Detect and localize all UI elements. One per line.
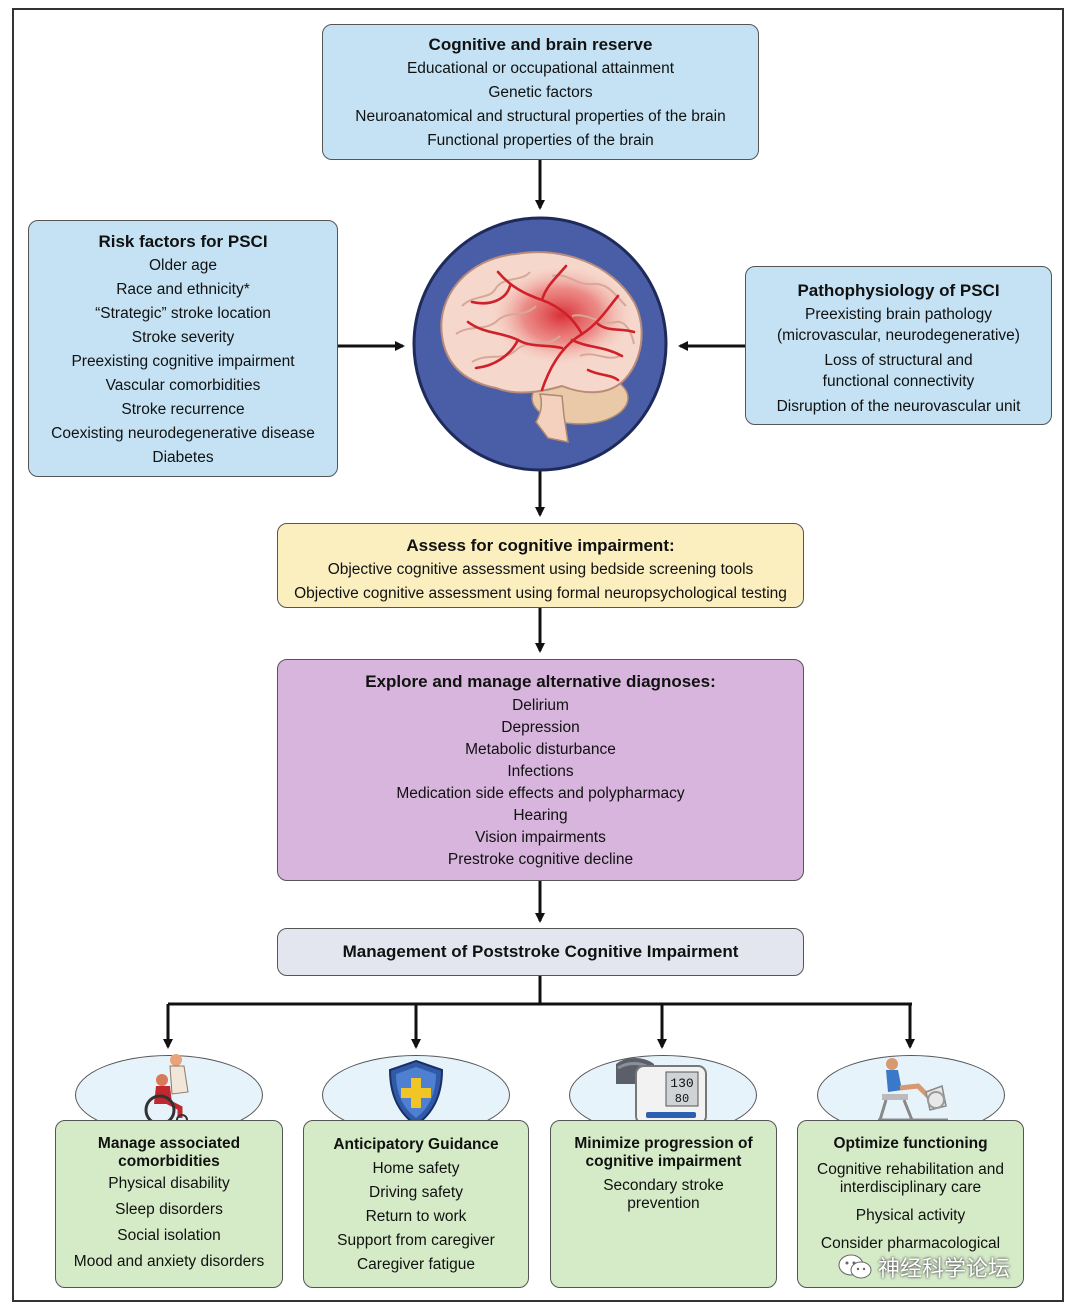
- patho-item: functional connectivity: [822, 373, 975, 390]
- risk-factors-title: Risk factors for PSCI: [98, 232, 268, 251]
- comorbidity-item: Physical disability: [108, 1175, 230, 1192]
- watermark: 神经科学论坛: [838, 1250, 1010, 1284]
- diagnosis-item: Depression: [501, 719, 580, 736]
- patho-item: (microvascular, neurodegenerative): [777, 327, 1020, 344]
- functioning-box: Optimize functioning Cognitive rehabilit…: [797, 1120, 1024, 1288]
- wheelchair-icon: [144, 1054, 189, 1126]
- progression-item: prevention: [627, 1195, 700, 1212]
- comorbidity-item: Social isolation: [117, 1227, 221, 1244]
- progression-title: cognitive impairment: [585, 1153, 742, 1170]
- management-box: Management of Poststroke Cognitive Impai…: [277, 928, 804, 976]
- reserve-item: Genetic factors: [488, 84, 593, 101]
- exercise-bike-icon: [878, 1058, 948, 1122]
- risk-factor-item: “Strategic” stroke location: [95, 305, 271, 322]
- brain-icon: [412, 216, 668, 472]
- explore-box: Explore and manage alternative diagnoses…: [277, 659, 804, 881]
- patho-item: Preexisting brain pathology: [805, 306, 992, 323]
- comorbidities-box: Manage associated comorbidities Physical…: [55, 1120, 283, 1288]
- guidance-box: Anticipatory Guidance Home safety Drivin…: [303, 1120, 529, 1288]
- risk-factors-box: Risk factors for PSCI Older age Race and…: [28, 220, 338, 477]
- functioning-item: interdisciplinary care: [839, 1179, 982, 1196]
- diagnosis-item: Hearing: [513, 807, 568, 824]
- cognitive-reserve-title: Cognitive and brain reserve: [428, 35, 653, 54]
- diagnosis-item: Vision impairments: [475, 829, 606, 846]
- diagnosis-item: Infections: [507, 763, 574, 780]
- comorbidities-title: comorbidities: [118, 1153, 220, 1170]
- comorbidity-item: Sleep disorders: [115, 1201, 223, 1218]
- shield-plus-icon: [388, 1059, 444, 1127]
- guidance-item: Home safety: [372, 1160, 460, 1177]
- reserve-item: Functional properties of the brain: [427, 132, 654, 149]
- figure-frame: [12, 8, 1064, 1302]
- guidance-item: Return to work: [365, 1208, 467, 1225]
- risk-factor-item: Coexisting neurodegenerative disease: [51, 425, 315, 442]
- comorbidity-item: Mood and anxiety disorders: [73, 1253, 265, 1270]
- diagnosis-item: Metabolic disturbance: [465, 741, 616, 758]
- bp-diastolic: 80: [675, 1092, 689, 1106]
- management-title: Management of Poststroke Cognitive Impai…: [342, 942, 739, 961]
- assess-box: Assess for cognitive impairment: Objecti…: [277, 523, 804, 608]
- diagnosis-item: Prestroke cognitive decline: [447, 851, 634, 868]
- functioning-item: Consider pharmacological: [820, 1235, 1001, 1252]
- assess-item: Objective cognitive assessment using bed…: [327, 561, 754, 578]
- progression-title: Minimize progression of: [574, 1135, 753, 1152]
- guidance-item: Caregiver fatigue: [356, 1256, 476, 1273]
- comorbidities-title: Manage associated: [97, 1135, 241, 1152]
- cognitive-reserve-box: Cognitive and brain reserve Educational …: [322, 24, 759, 160]
- patho-item: Loss of structural and: [824, 352, 973, 369]
- risk-factor-item: Older age: [148, 257, 218, 274]
- pathophysiology-box: Pathophysiology of PSCI Preexisting brai…: [745, 266, 1052, 425]
- explore-title: Explore and manage alternative diagnoses…: [365, 672, 716, 691]
- risk-factor-item: Preexisting cognitive impairment: [71, 353, 295, 370]
- risk-factor-item: Diabetes: [152, 449, 214, 466]
- risk-factor-item: Race and ethnicity*: [116, 281, 250, 298]
- functioning-item: Cognitive rehabilitation and: [817, 1161, 1004, 1178]
- progression-box: Minimize progression of cognitive impair…: [550, 1120, 777, 1288]
- risk-factor-item: Vascular comorbidities: [105, 377, 261, 394]
- bp-systolic: 130: [670, 1076, 693, 1091]
- assess-title: Assess for cognitive impairment:: [406, 536, 675, 555]
- functioning-item: Physical activity: [855, 1207, 966, 1224]
- progression-item: Secondary stroke: [603, 1177, 724, 1194]
- functioning-title: Optimize functioning: [833, 1135, 988, 1152]
- guidance-item: Support from caregiver: [337, 1232, 495, 1249]
- diagnosis-item: Delirium: [512, 697, 569, 714]
- risk-factor-item: Stroke severity: [131, 329, 235, 346]
- risk-factor-item: Stroke recurrence: [121, 401, 245, 418]
- patho-item: Disruption of the neurovascular unit: [776, 398, 1021, 415]
- wechat-icon: [838, 1254, 872, 1279]
- reserve-item: Neuroanatomical and structural propertie…: [355, 108, 726, 125]
- reserve-item: Educational or occupational attainment: [406, 60, 675, 77]
- watermark-text: 神经科学论坛: [878, 1257, 1011, 1282]
- pathophysiology-title: Pathophysiology of PSCI: [797, 281, 1000, 300]
- diagnosis-item: Medication side effects and polypharmacy: [396, 785, 685, 802]
- assess-item: Objective cognitive assessment using for…: [294, 585, 787, 602]
- guidance-title: Anticipatory Guidance: [333, 1136, 499, 1153]
- guidance-item: Driving safety: [369, 1184, 463, 1201]
- blood-pressure-monitor-icon: 130 80: [616, 1058, 707, 1125]
